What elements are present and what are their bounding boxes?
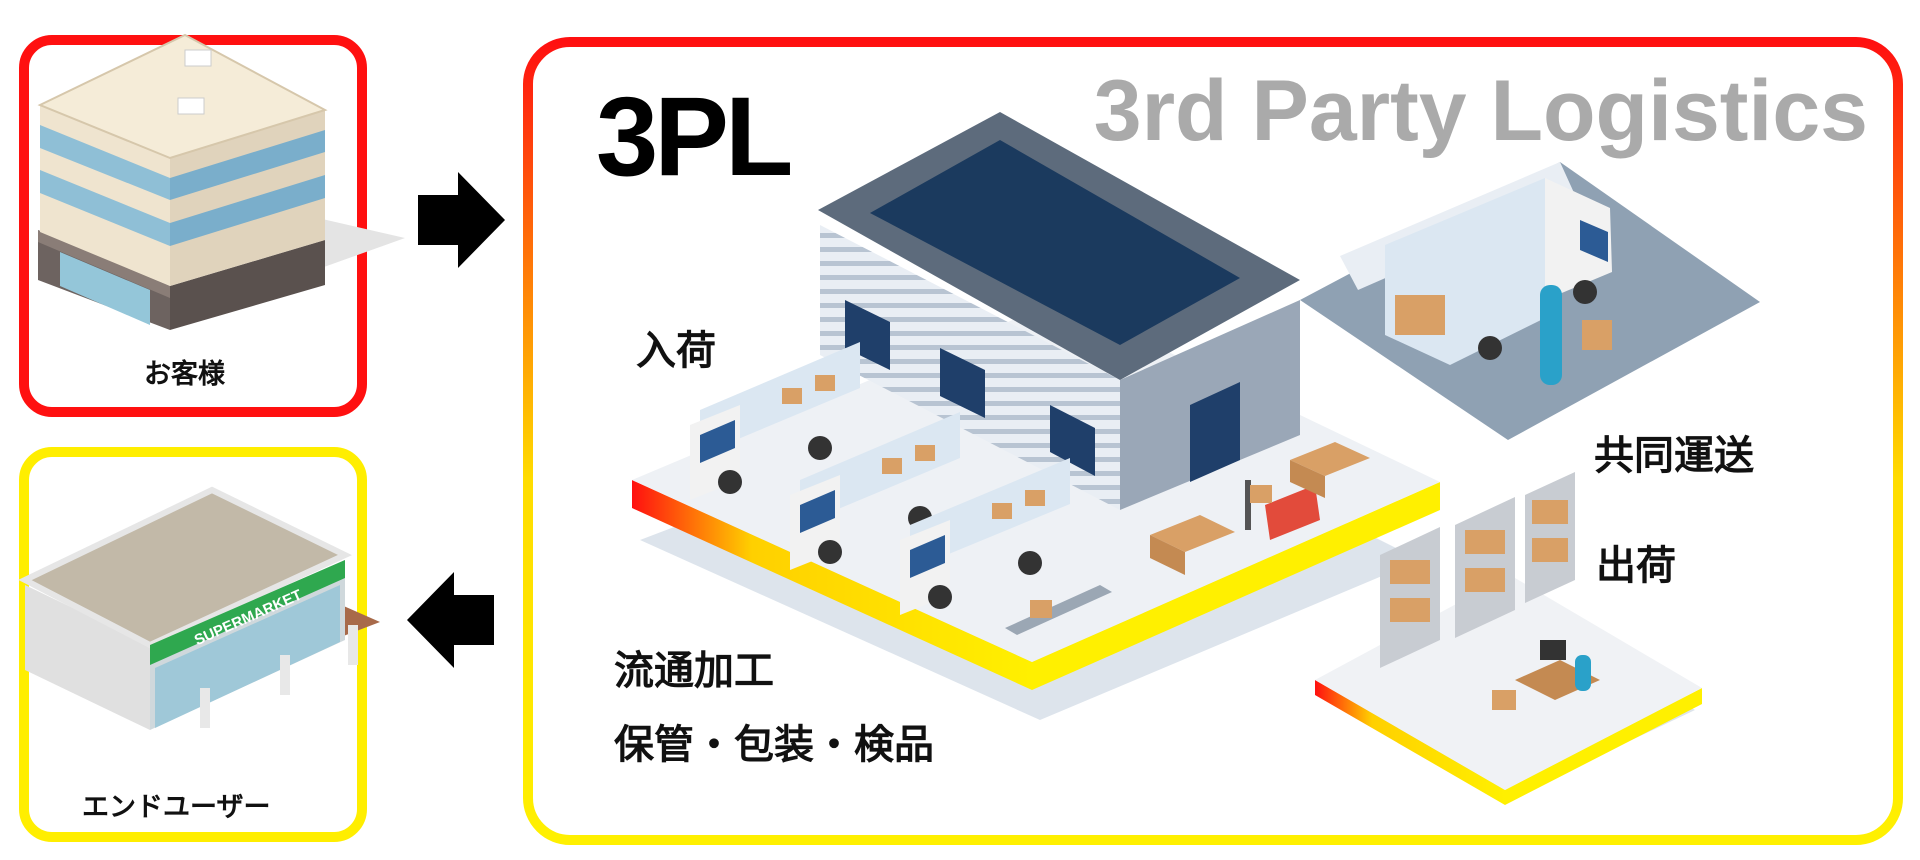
enduser-label: エンドユーザー xyxy=(82,785,270,824)
diagram-subtitle: 3rd Party Logistics xyxy=(1094,62,1868,161)
arrow-right-icon xyxy=(418,172,505,268)
customer-label: お客様 xyxy=(144,352,225,391)
processing-label: 流通加工 xyxy=(614,638,774,696)
joint-delivery-label: 共同運送 xyxy=(1594,423,1754,481)
outbound-label: 出荷 xyxy=(1596,533,1676,591)
arrow-left-icon xyxy=(407,572,494,668)
inbound-label: 入荷 xyxy=(636,318,716,376)
box-icon xyxy=(1030,600,1052,618)
services-label: 保管・包装・検品 xyxy=(614,712,934,770)
diagram-title: 3PL xyxy=(596,72,789,201)
